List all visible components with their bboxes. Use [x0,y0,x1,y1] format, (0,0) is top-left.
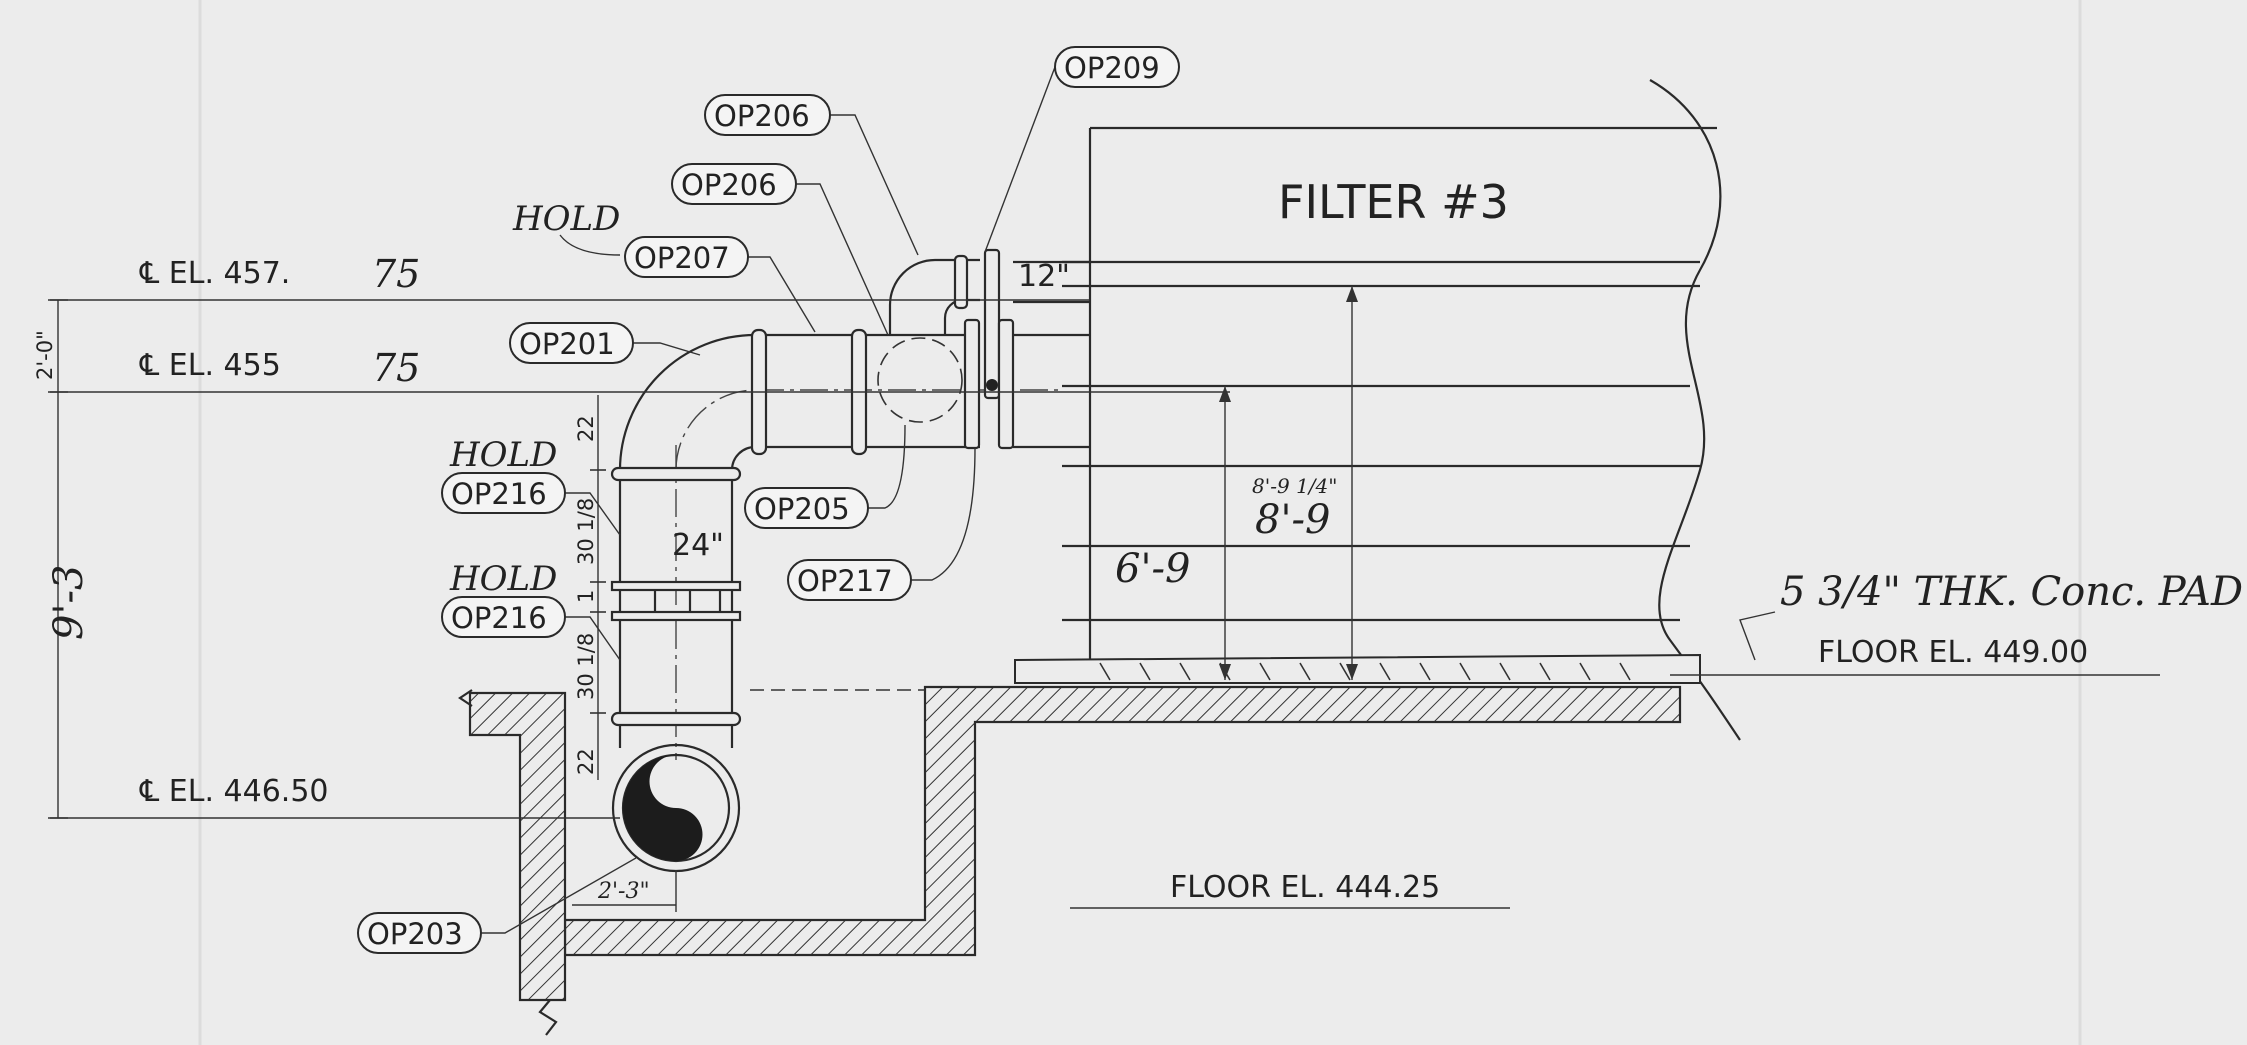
svg-text:30 1/8: 30 1/8 [574,633,598,700]
tag-op209: OP209 [984,46,1180,253]
tag-op201: OP201 [509,322,701,364]
svg-text:OP206: OP206 [714,99,810,133]
tag-op217: OP217 [787,447,976,601]
dimension-2-3: 2'-3" [572,870,677,912]
svg-text:9'-3: 9'-3 [46,565,92,640]
svg-text:OP201: OP201 [519,327,615,361]
hold-arrow [559,234,621,256]
svg-text:75: 75 [372,252,420,296]
elevation-455: ℄ EL. 455 75 [50,346,1230,393]
tag-op206-lower: OP206 [671,163,889,336]
tag-op203: OP203 [357,857,637,954]
svg-text:℄ EL. 457.: ℄ EL. 457. [139,256,290,291]
pipe-size-24: 24" [672,528,724,563]
dimension-riser-segments: 22 30 1/8 1 30 1/8 22 [574,395,606,780]
svg-text:2'-0": 2'-0" [33,330,57,380]
branch-12-pipe [877,248,1090,450]
dimension-left: 2'-0" 9'-3 [33,299,92,819]
elevation-457: ℄ EL. 457. 75 [50,252,1090,301]
svg-text:℄ EL. 455: ℄ EL. 455 [139,348,281,383]
svg-text:OP205: OP205 [754,492,850,526]
svg-text:22: 22 [574,415,598,442]
dimension-tank-heights [1219,286,1358,680]
tag-op216-lower: OP216 [441,596,621,661]
svg-text:1: 1 [574,590,598,603]
foundation-concrete [458,685,1682,1036]
floor-elevation-444: FLOOR EL. 444.25 [1070,870,1510,909]
tag-op205: OP205 [744,424,906,529]
hold-note-mid: HOLD [449,435,557,475]
svg-text:OP206: OP206 [681,168,777,202]
svg-text:22: 22 [574,748,598,775]
concrete-pad [1014,653,1701,684]
paper-fold-lines [198,0,2082,1045]
elevation-446: ℄ EL. 446.50 [50,774,620,819]
hold-note-low: HOLD [449,559,557,599]
pad-note-leader [1739,611,1776,661]
tag-op206-upper: OP206 [704,94,919,256]
floor-elevation-449: FLOOR EL. 449.00 [1670,635,2160,676]
svg-text:OP207: OP207 [634,241,730,275]
svg-text:OP216: OP216 [451,601,547,635]
svg-text:30 1/8: 30 1/8 [574,498,598,565]
svg-text:2'-3": 2'-3" [597,879,650,904]
dim-8-9: 8'-9 [1255,497,1330,543]
dim-8-9-small: 8'-9 1/4" [1252,474,1337,498]
filter-title: FILTER #3 [1278,175,1509,229]
concrete-pad-note: 5 3/4" THK. Conc. PAD [1780,569,2243,615]
svg-text:FLOOR EL. 444.25: FLOOR EL. 444.25 [1170,870,1440,905]
svg-text:OP216: OP216 [451,477,547,511]
tag-op216-upper: OP216 [441,472,621,536]
tag-op207: OP207 [624,236,816,333]
filter-tank: FILTER #3 [1062,79,1741,741]
pipe-24-riser [610,328,1060,873]
svg-text:75: 75 [372,346,420,390]
hold-note-top: HOLD [512,199,620,239]
svg-text:OP203: OP203 [367,917,463,951]
svg-text:OP217: OP217 [797,564,893,598]
svg-text:FLOOR EL. 449.00: FLOOR EL. 449.00 [1818,635,2088,670]
dim-6-9: 6'-9 [1115,546,1190,592]
pipe-size-12: 12" [1018,259,1070,294]
svg-text:℄ EL. 446.50: ℄ EL. 446.50 [139,774,329,809]
svg-text:OP209: OP209 [1064,51,1160,85]
